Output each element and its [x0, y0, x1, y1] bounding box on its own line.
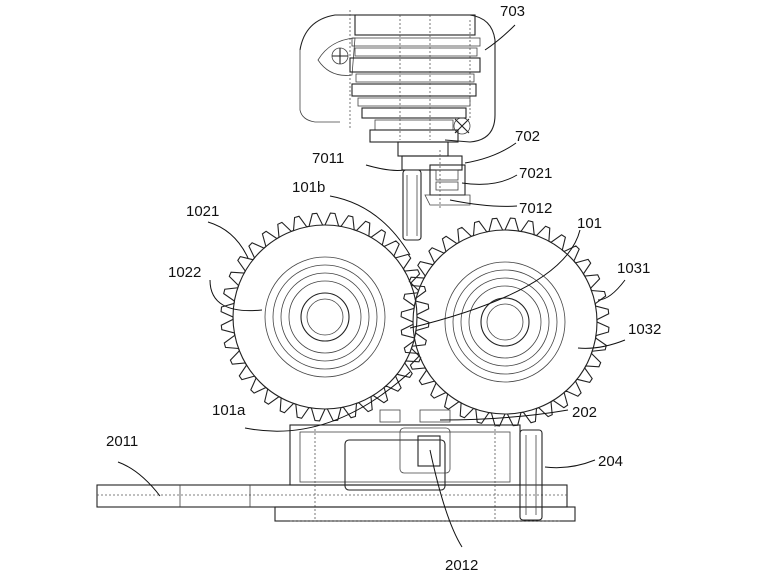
label-1031: 1031 — [617, 260, 650, 277]
label-7012: 7012 — [519, 200, 552, 217]
label-703: 703 — [500, 3, 525, 20]
left-gear — [220, 212, 430, 422]
label-7011: 7011 — [312, 150, 344, 167]
label-2011: 2011 — [106, 433, 138, 450]
leader-lines — [117, 24, 626, 548]
label-1022: 1022 — [168, 264, 201, 281]
label-7021: 7021 — [519, 165, 552, 182]
label-1032: 1032 — [628, 321, 661, 338]
label-2012: 2012 — [445, 557, 478, 574]
base-assembly — [96, 409, 576, 522]
label-101a: 101a — [212, 402, 246, 419]
motor-housing — [299, 10, 496, 143]
label-202: 202 — [572, 404, 597, 421]
label-1021: 1021 — [186, 203, 219, 220]
label-101: 101 — [577, 215, 602, 232]
label-204: 204 — [598, 453, 623, 470]
label-101b: 101b — [292, 179, 325, 196]
shaft-sensor — [397, 141, 471, 241]
reference-labels: 703 702 7011 7021 7012 101b 1021 101 102… — [106, 3, 661, 574]
label-702: 702 — [515, 128, 540, 145]
right-gear — [400, 217, 610, 427]
